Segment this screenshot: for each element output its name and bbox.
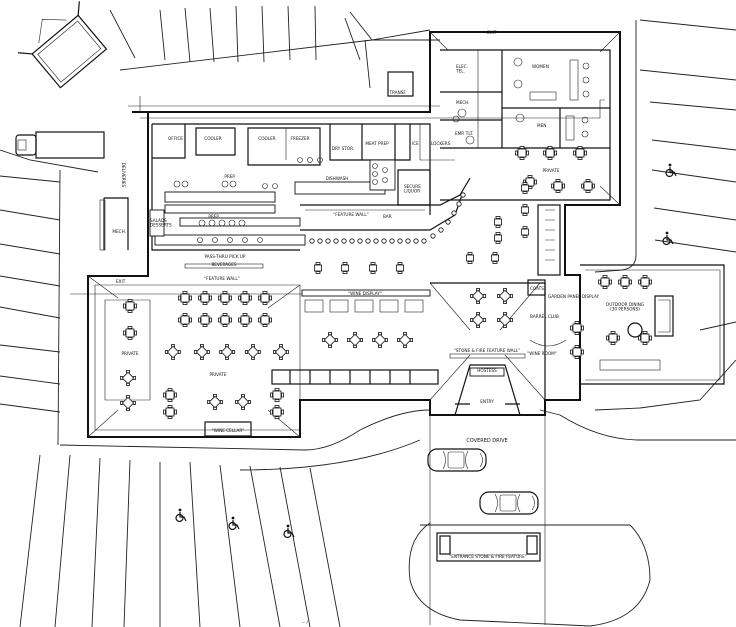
bar-high-tables — [314, 182, 529, 274]
office-label: OFFICE — [168, 136, 183, 141]
stone-wall-label: "STONE & FIRE FEATURE WALL" — [454, 348, 520, 353]
car-icon — [427, 448, 487, 472]
entry-label: ENTRY — [480, 399, 494, 404]
meat-prep-label: MEAT PREP — [365, 141, 389, 146]
outdoor-dining: OUTDOOR DINING(30 PERSONS) — [570, 275, 674, 371]
wine-room-label: "WINE ROOM" — [527, 351, 557, 356]
private-bottom-label: PRIVATE — [209, 372, 226, 377]
wine-cellar-label: "WINE CELLAR" — [212, 428, 245, 433]
bar-area: "FEATURE WALL" BAR — [300, 177, 561, 276]
svg-text:-- /: -- / — [302, 620, 308, 625]
ice-label: ICE — [412, 141, 419, 146]
women-label: WOMEN — [532, 64, 549, 69]
prep-2-label: PREP. — [208, 214, 219, 219]
barrel-club-label: BARREL CLUB — [530, 314, 559, 319]
emp-toilet-label: EMP. TLT. — [455, 131, 474, 136]
entrance-feature-label: "ENTRANCE STONE & FIRE FEATURE" — [449, 554, 526, 559]
covered-drive-label: COVERED DRIVE — [466, 438, 507, 444]
cooler-1-label: COOLER — [204, 136, 221, 141]
mech-left-label: MECH. — [112, 229, 126, 234]
pass-thru-label: PASS-THRU PICK UP — [205, 254, 246, 259]
main-dining: "WINE DISPLAY" "STONE & FIRE FEATURE WAL… — [165, 279, 600, 416]
delivery-truck-icon — [15, 131, 105, 159]
mech-top-label: MECH. — [456, 100, 470, 105]
cooler-2-label: COOLER — [258, 136, 275, 141]
private-right-label: PRIVATE — [542, 168, 559, 173]
garden-panel-label: GARDEN PANEL DISPLAY — [548, 294, 600, 299]
men-label: MEN — [537, 123, 546, 128]
wine-display-label: "WINE DISPLAY" — [348, 291, 382, 296]
coats-label: COATS — [530, 286, 544, 291]
private-left-label: PRIVATE — [121, 351, 138, 356]
transformer-label: TRANSF. — [388, 90, 406, 95]
elec-tel-label: ELEC.TEL. — [455, 64, 468, 74]
prep-1-label: PREP. — [224, 174, 235, 179]
bar-label: BAR — [383, 214, 392, 219]
service-wing: EXIT ELEC.TEL. MECH. WOMEN MEN EMP. TLT.… — [440, 30, 611, 201]
freezer-label: FREEZER — [290, 136, 309, 141]
beverages-label: BEVERAGES — [211, 262, 236, 267]
exit-top-label: EXIT — [487, 30, 497, 35]
feature-wall-1-label: "FEATURE WALL" — [204, 276, 239, 281]
kitchen: OFFICE COOLER COOLER FREEZER DRY STOR. M… — [149, 123, 455, 281]
deliveries-label: DELIVERIES — [121, 163, 126, 188]
dry-storage-label: DRY STOR. — [332, 146, 354, 151]
outdoor-dining-label: OUTDOOR DINING(30 PERSONS) — [606, 302, 644, 312]
dumpster-enclosure — [18, 1, 108, 89]
car-icon — [479, 491, 539, 515]
dishwash-label: DISHWASH — [326, 176, 349, 181]
private-rooms-left: EXIT PRIVATE PRIVATE "WINE CELLAR" — [104, 279, 284, 437]
lockers-label: LOCKERS — [431, 141, 451, 146]
feature-wall-2-label: "FEATURE WALL" — [333, 212, 368, 217]
exit-left-label: EXIT — [116, 279, 126, 284]
hostess-label: HOSTESS — [477, 368, 497, 373]
